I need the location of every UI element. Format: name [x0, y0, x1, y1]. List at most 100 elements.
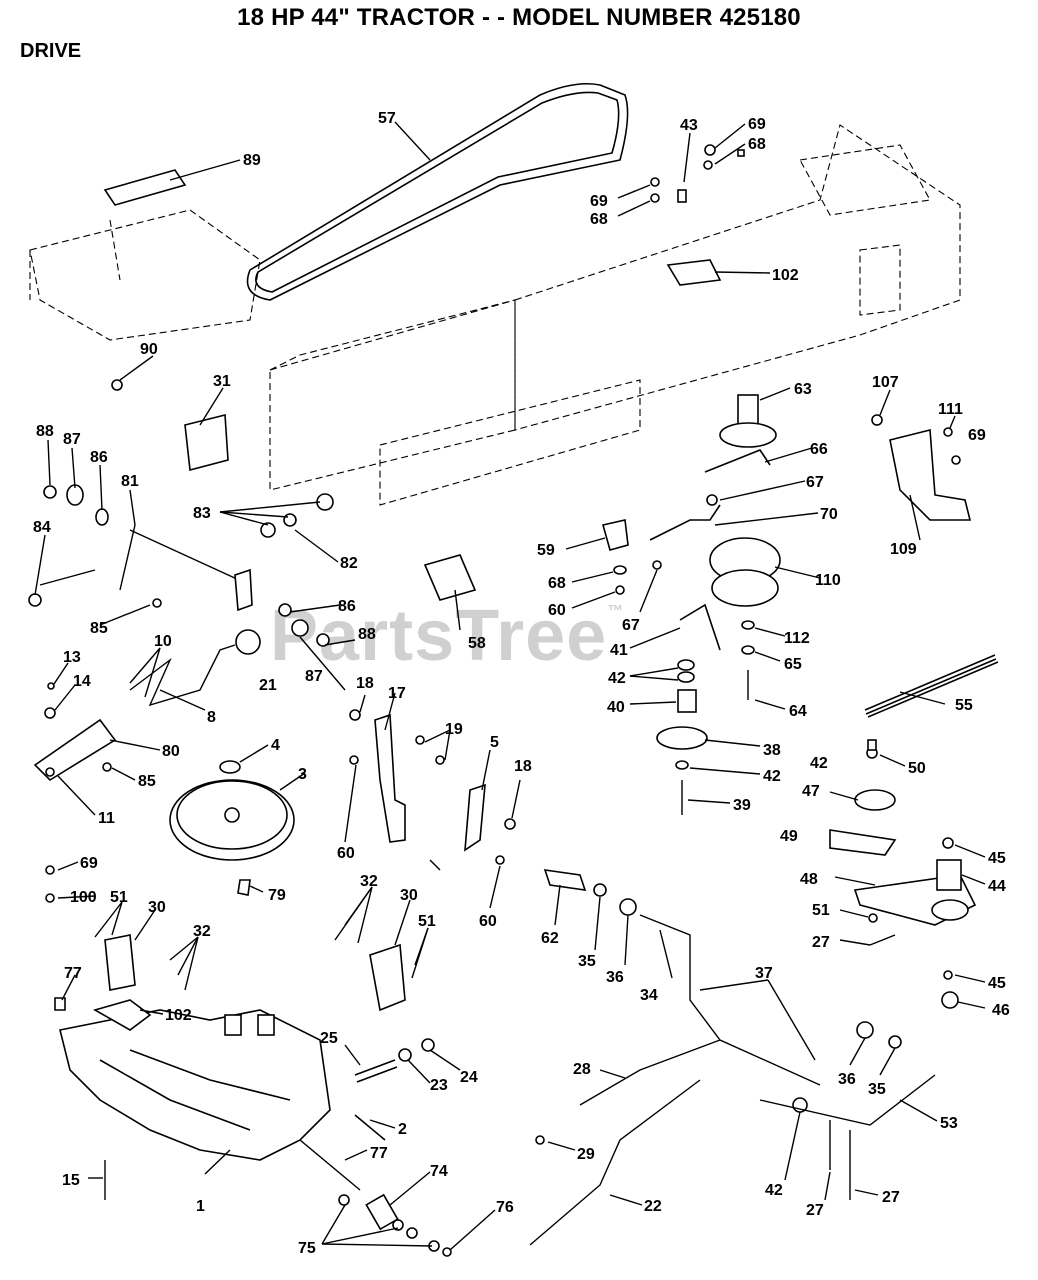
- callout-44: 44: [988, 878, 1006, 895]
- callout-59: 59: [537, 542, 555, 559]
- callout-110: 110: [815, 572, 841, 589]
- callout-90: 90: [140, 341, 158, 358]
- callout-87: 87: [305, 668, 323, 685]
- callout-85: 85: [90, 620, 108, 637]
- callout-67: 67: [806, 474, 824, 491]
- callout-37: 37: [755, 965, 773, 982]
- callout-5: 5: [490, 734, 499, 751]
- leader-lines: [34, 121, 986, 1251]
- axle-bushings: [338, 1193, 452, 1257]
- callout-22: 22: [644, 1198, 662, 1215]
- callout-68: 68: [590, 211, 608, 228]
- callout-45: 45: [988, 975, 1006, 992]
- callout-41: 41: [610, 642, 628, 659]
- callout-42: 42: [763, 768, 781, 785]
- callout-70: 70: [820, 506, 838, 523]
- callout-77: 77: [370, 1145, 388, 1162]
- callout-89: 89: [243, 152, 261, 169]
- callout-32: 32: [360, 873, 378, 890]
- watermark-trademark: ™: [607, 603, 625, 620]
- callout-69: 69: [590, 193, 608, 210]
- callout-1: 1: [196, 1198, 205, 1215]
- callout-69: 69: [80, 855, 98, 872]
- callout-35: 35: [578, 953, 596, 970]
- bracket-58: [423, 554, 477, 601]
- page-title: 18 HP 44" TRACTOR - - MODEL NUMBER 42518…: [237, 4, 801, 31]
- callout-19: 19: [445, 721, 463, 738]
- callout-labels: 89 57 43 69 68 69 68 102 90 31 63 107 11…: [33, 110, 1010, 1257]
- pulley-3: [169, 760, 295, 861]
- callout-15: 15: [62, 1172, 80, 1189]
- bracket-30-right: [369, 943, 406, 1012]
- callout-43: 43: [680, 117, 698, 134]
- callout-63: 63: [794, 381, 812, 398]
- callout-75: 75: [298, 1240, 316, 1257]
- callout-84: 84: [33, 519, 51, 536]
- callout-67: 67: [622, 617, 640, 634]
- callout-112: 112: [784, 630, 810, 647]
- callout-36: 36: [838, 1071, 856, 1088]
- callout-51: 51: [110, 889, 128, 906]
- callout-109: 109: [890, 541, 917, 558]
- callout-88: 88: [358, 626, 376, 643]
- callout-111: 111: [938, 401, 963, 418]
- callout-32: 32: [193, 923, 211, 940]
- callout-79: 79: [268, 887, 286, 904]
- callout-8: 8: [207, 709, 216, 726]
- callout-11: 11: [98, 810, 115, 827]
- callout-21: 21: [259, 677, 277, 694]
- callout-39: 39: [733, 797, 751, 814]
- callout-27: 27: [806, 1202, 824, 1219]
- callout-65: 65: [784, 656, 802, 673]
- clutch-assembly: [602, 144, 781, 815]
- callout-51: 51: [418, 913, 436, 930]
- callout-69: 69: [748, 116, 766, 133]
- bracket-17: [374, 713, 406, 843]
- section-label: DRIVE: [20, 40, 82, 62]
- callout-18: 18: [514, 758, 532, 775]
- callout-82: 82: [340, 555, 358, 572]
- idler-assembly: [829, 739, 977, 1009]
- callout-55: 55: [955, 697, 973, 714]
- callout-25: 25: [320, 1030, 338, 1047]
- callout-42: 42: [810, 755, 828, 772]
- callout-69: 69: [968, 427, 986, 444]
- callout-14: 14: [73, 673, 91, 690]
- shift-linkage: [28, 484, 334, 707]
- callout-23: 23: [430, 1077, 448, 1094]
- callout-66: 66: [810, 441, 828, 458]
- callout-57: 57: [378, 110, 396, 127]
- callout-83: 83: [193, 505, 211, 522]
- callout-27: 27: [812, 934, 830, 951]
- callout-81: 81: [121, 473, 139, 490]
- callout-62: 62: [541, 930, 559, 947]
- callout-87: 87: [63, 431, 81, 448]
- transaxle-1: [59, 1009, 361, 1200]
- key-79: [237, 879, 251, 896]
- callout-64: 64: [789, 703, 807, 720]
- spring-55: [864, 654, 999, 718]
- callout-13: 13: [63, 649, 81, 666]
- decal-89: [103, 169, 187, 206]
- bracket-102: [92, 999, 152, 1031]
- callout-27: 27: [882, 1189, 900, 1206]
- callout-47: 47: [802, 783, 820, 800]
- callout-24: 24: [460, 1069, 478, 1086]
- callout-60: 60: [479, 913, 497, 930]
- callout-49: 49: [780, 828, 798, 845]
- callout-3: 3: [298, 766, 307, 783]
- frame-drawing: [29, 124, 961, 506]
- callout-46: 46: [992, 1002, 1010, 1019]
- callout-76: 76: [496, 1199, 514, 1216]
- callout-53: 53: [940, 1115, 958, 1132]
- callout-48: 48: [800, 871, 818, 888]
- callout-34: 34: [640, 987, 658, 1004]
- callout-17: 17: [388, 685, 406, 702]
- callout-38: 38: [763, 742, 781, 759]
- callout-58: 58: [468, 635, 486, 652]
- callout-80: 80: [162, 743, 180, 760]
- callout-42: 42: [608, 670, 626, 687]
- callout-60: 60: [548, 602, 566, 619]
- bracket-109: [889, 428, 972, 521]
- callout-50: 50: [908, 760, 926, 777]
